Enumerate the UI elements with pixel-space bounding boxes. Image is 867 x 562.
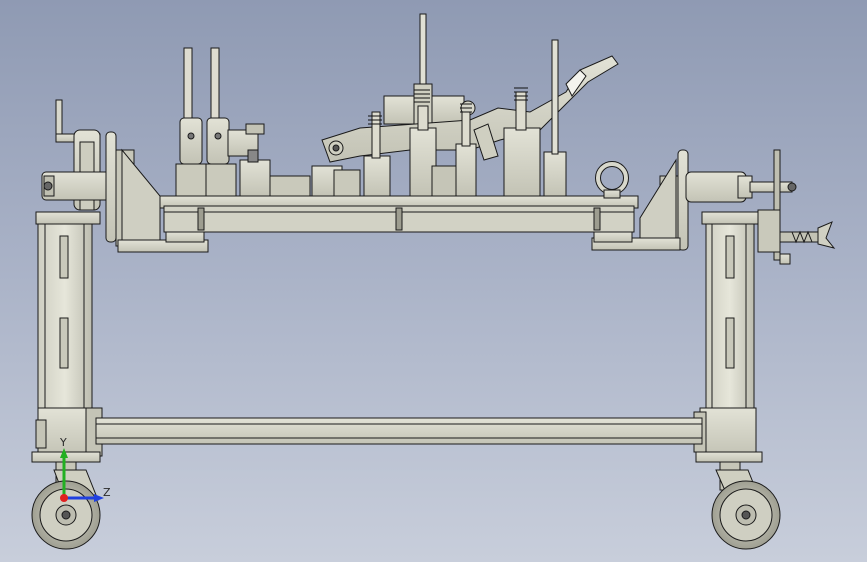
main-base-plate: [159, 195, 639, 243]
locator-posts: [333, 39, 567, 197]
left-caster-wheel: [31, 461, 101, 550]
triad-z-label: Z: [103, 486, 111, 499]
right-support-column: [693, 211, 767, 463]
right-caster-wheel: [711, 461, 781, 550]
spring-plungers: [368, 87, 528, 125]
triad-y-label: Y: [60, 436, 67, 449]
coordinate-triad: [60, 448, 104, 502]
left-support-column: [31, 211, 103, 463]
left-toggle-clamps: [175, 47, 343, 197]
x-axis-origin: [60, 494, 68, 502]
right-rotation-hub: [591, 149, 836, 265]
bottom-cross-beam: [95, 417, 703, 445]
lifting-eye: [595, 161, 629, 199]
left-rotation-hub: [41, 99, 209, 253]
